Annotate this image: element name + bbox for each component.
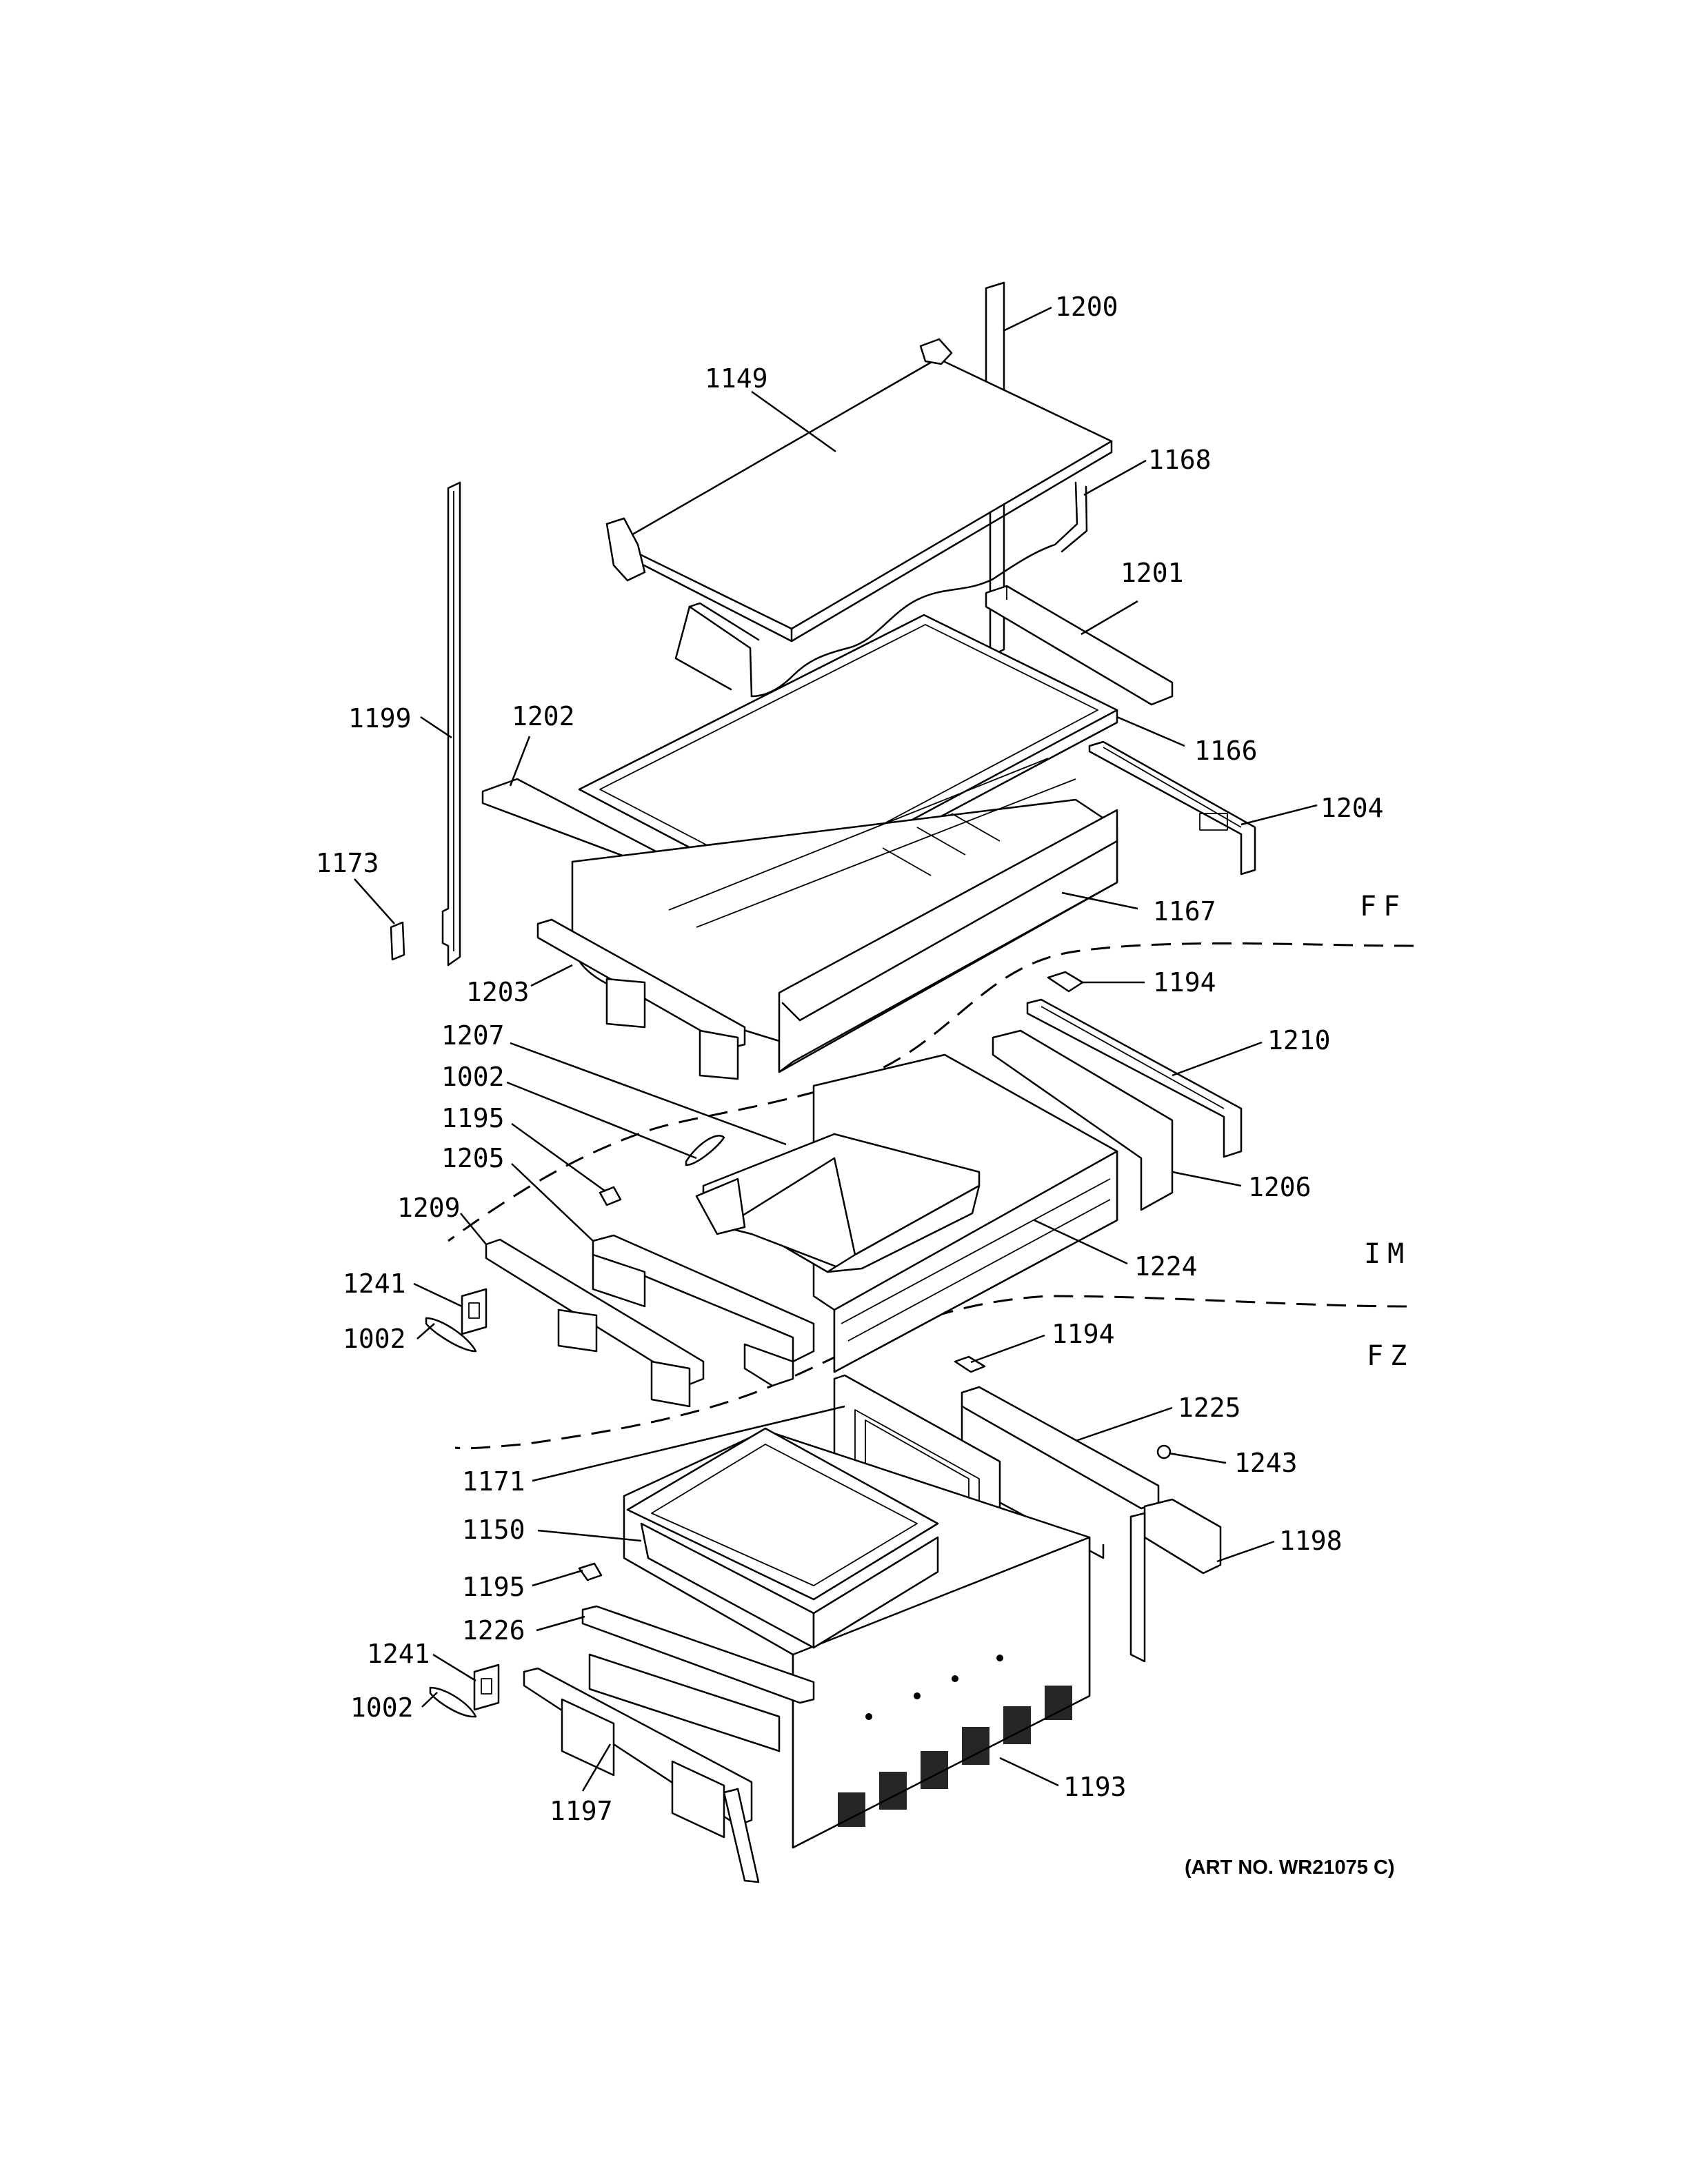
clip-1173 xyxy=(390,921,405,961)
vent-slots xyxy=(838,1686,1072,1827)
frame-1168 xyxy=(674,481,1088,698)
rail-1199 xyxy=(441,481,461,967)
zone-label-ff: FF xyxy=(1360,891,1407,922)
part-label-1002-middle: 1002 xyxy=(343,1324,406,1354)
screw-1243 xyxy=(1156,1444,1172,1459)
part-label-1149: 1149 xyxy=(705,363,768,394)
part-label-1226: 1226 xyxy=(462,1615,525,1646)
basket-1150 xyxy=(626,1427,939,1649)
part-label-1241-lower: 1241 xyxy=(367,1639,430,1669)
part-label-1168: 1168 xyxy=(1148,445,1212,475)
part-label-1002-upper: 1002 xyxy=(441,1062,505,1092)
part-label-1206: 1206 xyxy=(1248,1172,1312,1202)
slide-1198 xyxy=(1129,1498,1222,1663)
part-label-1195-lower: 1195 xyxy=(462,1572,525,1602)
part-label-1002-lower: 1002 xyxy=(350,1692,414,1723)
slide-1209 xyxy=(485,1238,705,1408)
part-label-1224: 1224 xyxy=(1134,1251,1198,1282)
slide-1197 xyxy=(523,1667,760,1883)
part-label-1150: 1150 xyxy=(462,1515,525,1545)
clip-1195-lower xyxy=(578,1562,603,1581)
art-number: (ART NO. WR21075 C) xyxy=(1185,1857,1395,1879)
part-label-1200: 1200 xyxy=(1055,292,1118,322)
zone-label-fz: FZ xyxy=(1367,1340,1414,1372)
bracket-1241-upper xyxy=(461,1288,488,1335)
shelf-1149 xyxy=(605,338,1113,643)
slide-1204 xyxy=(1088,740,1256,876)
clip-1194-lower xyxy=(954,1355,986,1373)
part-label-1209: 1209 xyxy=(397,1193,461,1223)
part-label-1198: 1198 xyxy=(1279,1526,1343,1556)
zone-label-im: IM xyxy=(1364,1238,1411,1270)
part-label-1194-upper: 1194 xyxy=(1153,967,1216,998)
part-label-1243: 1243 xyxy=(1234,1448,1298,1478)
part-label-1210: 1210 xyxy=(1267,1025,1331,1055)
bracket-1241-lower xyxy=(473,1664,500,1711)
part-label-1201: 1201 xyxy=(1121,558,1184,588)
part-label-1202: 1202 xyxy=(512,701,575,731)
part-label-1193: 1193 xyxy=(1063,1772,1127,1802)
part-label-1204: 1204 xyxy=(1320,793,1384,823)
handle-1002-upper xyxy=(685,1135,725,1166)
bracket-1206 xyxy=(992,1029,1174,1211)
part-labels: 1200 1149 1168 1201 1199 1202 1166 1204 … xyxy=(316,292,1384,1826)
part-label-1241-upper: 1241 xyxy=(343,1268,406,1299)
part-label-1171: 1171 xyxy=(462,1466,525,1497)
part-label-1203: 1203 xyxy=(466,977,530,1007)
part-label-1225: 1225 xyxy=(1178,1393,1241,1423)
part-label-1205: 1205 xyxy=(441,1143,505,1173)
part-label-1197: 1197 xyxy=(550,1796,613,1826)
rail-1226 xyxy=(581,1605,815,1752)
zone-labels: FF IM FZ xyxy=(1360,891,1414,1372)
bracket-1205 xyxy=(592,1234,815,1387)
handle-1002-middle xyxy=(425,1317,477,1353)
bracket-1201 xyxy=(985,585,1174,706)
handle-1002-lower xyxy=(429,1686,477,1718)
part-label-1194-lower: 1194 xyxy=(1052,1319,1115,1349)
part-label-1167: 1167 xyxy=(1153,896,1216,927)
leader-lines xyxy=(354,306,1318,1792)
clip-1194-upper xyxy=(1047,971,1084,993)
part-label-1195-upper: 1195 xyxy=(441,1103,505,1133)
slide-1203 xyxy=(536,918,746,1080)
bucket-1207 xyxy=(695,1133,981,1273)
part-label-1199: 1199 xyxy=(348,703,412,734)
part-label-1166: 1166 xyxy=(1194,736,1258,766)
part-label-1173: 1173 xyxy=(316,848,379,878)
part-label-1207: 1207 xyxy=(441,1020,505,1051)
slide-1210 xyxy=(1026,998,1243,1158)
